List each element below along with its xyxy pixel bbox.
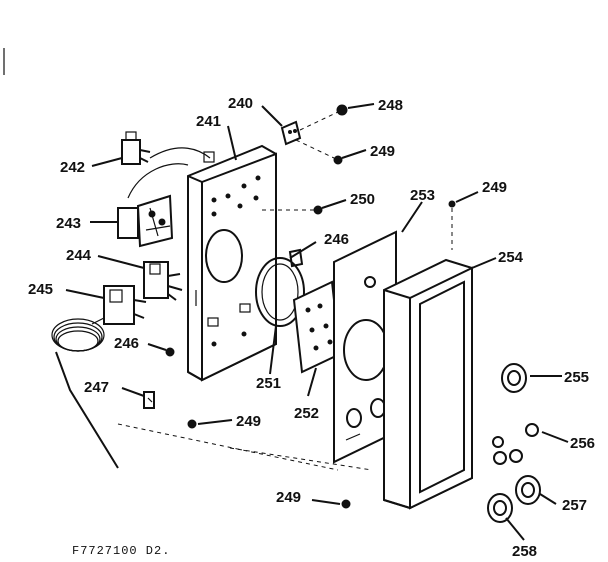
label-247: 247: [84, 379, 109, 396]
wire-harness: [149, 147, 211, 159]
ring-251: [255, 248, 305, 327]
label-246-lower: 246: [114, 335, 139, 352]
screw-249-c: [187, 419, 197, 429]
label-257: 257: [562, 497, 587, 514]
bracket-240: [280, 120, 302, 146]
nut-248: [336, 104, 348, 116]
label-245: 245: [28, 281, 53, 298]
control-243: [117, 194, 174, 248]
knob-258: [487, 493, 513, 523]
label-252: 252: [294, 405, 319, 422]
label-258: 258: [512, 543, 537, 560]
label-249-c: 249: [236, 413, 261, 430]
screw-249-a: [333, 155, 343, 165]
screw-250: [313, 205, 323, 215]
drawing-number: F7727100 D2.: [72, 544, 170, 558]
knobs-256: [492, 423, 539, 465]
label-249-a: 249: [370, 143, 395, 160]
label-244: 244: [66, 247, 92, 264]
label-255: 255: [564, 369, 589, 386]
wire-harness-2: [127, 163, 189, 199]
label-246-upper: 246: [324, 231, 349, 248]
knob-255: [501, 363, 527, 393]
clip-247: [143, 391, 155, 409]
control-bracket-241: [187, 144, 277, 382]
leader-lines: [65, 103, 569, 541]
label-249-d: 249: [276, 489, 301, 506]
label-256: 256: [570, 435, 595, 452]
ref-line-1: [117, 423, 339, 471]
screw-249-d: [341, 499, 351, 509]
switch-242: [121, 131, 151, 165]
part-labels: 240 241 242 243 244 245 246 246 247 248 …: [28, 95, 595, 560]
label-251: 251: [256, 375, 281, 392]
switch-244: [143, 261, 183, 301]
screw-246-lower: [165, 347, 175, 357]
label-243: 243: [56, 215, 81, 232]
label-253: 253: [410, 187, 435, 204]
plate-252: [292, 280, 342, 374]
label-240: 240: [228, 95, 253, 112]
frame-254: [383, 258, 473, 510]
thermostat-245: [51, 285, 147, 469]
label-248: 248: [378, 97, 403, 114]
label-249-b: 249: [482, 179, 507, 196]
label-241: 241: [196, 113, 221, 130]
label-254: 254: [498, 249, 524, 266]
label-250: 250: [350, 191, 375, 208]
wire-connector: [203, 151, 215, 163]
label-242: 242: [60, 159, 85, 176]
screw-249-b: [448, 200, 456, 208]
knob-257: [515, 475, 541, 505]
